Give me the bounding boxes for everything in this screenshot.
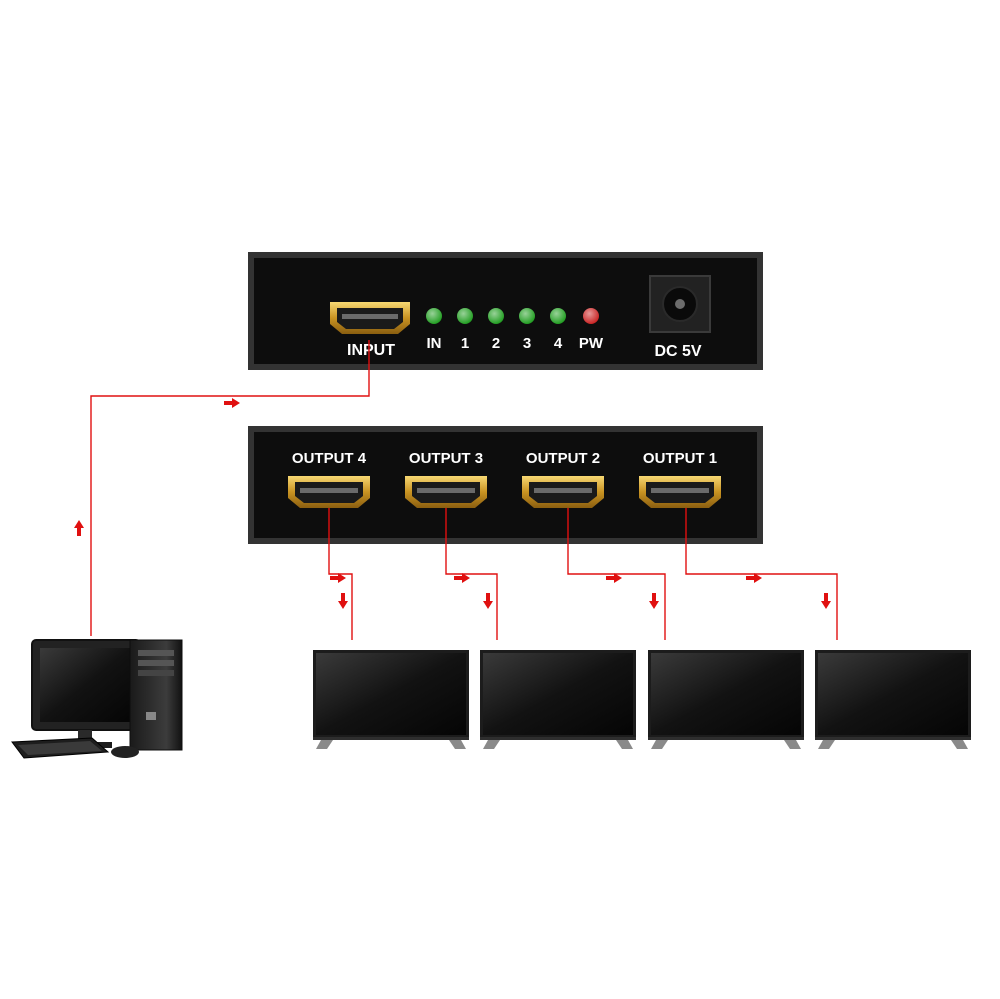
output-port-2: OUTPUT 2 bbox=[522, 450, 604, 508]
led-2: 2 bbox=[488, 308, 504, 352]
led-label: IN bbox=[427, 335, 442, 352]
input-cable-line bbox=[90, 340, 370, 636]
output-port-4: OUTPUT 4 bbox=[288, 450, 370, 508]
arrow-right-icon bbox=[746, 573, 762, 583]
display-group bbox=[313, 650, 971, 749]
output-panel bbox=[248, 426, 763, 544]
tv-monitor-icon bbox=[480, 650, 636, 749]
output-port-label: OUTPUT 1 bbox=[643, 450, 717, 467]
hdmi-port-icon bbox=[330, 302, 410, 334]
led-label: PW bbox=[579, 335, 604, 352]
output-cable-line-2 bbox=[567, 508, 666, 640]
led-1: 1 bbox=[457, 308, 473, 352]
tv-display-3 bbox=[480, 650, 636, 749]
arrow-right-icon bbox=[330, 573, 346, 583]
output-cable-line-4 bbox=[328, 508, 353, 640]
led-3: 3 bbox=[519, 308, 535, 352]
tv-display-1 bbox=[815, 650, 971, 749]
led-label: 3 bbox=[523, 335, 531, 352]
output-cable-line-3 bbox=[445, 508, 498, 640]
led-indicators: IN 1 2 3 4 PW bbox=[426, 308, 604, 352]
output-port-1: OUTPUT 1 bbox=[639, 450, 721, 508]
dc-power-jack bbox=[649, 275, 711, 333]
led-label: 2 bbox=[492, 335, 500, 352]
source-computer bbox=[11, 639, 183, 759]
tv-display-2 bbox=[648, 650, 804, 749]
arrow-down-icon bbox=[821, 593, 831, 609]
output-port-label: OUTPUT 3 bbox=[409, 450, 483, 467]
hdmi-port-icon bbox=[288, 476, 370, 508]
output-port-3: OUTPUT 3 bbox=[405, 450, 487, 508]
tv-display-4 bbox=[313, 650, 469, 749]
output-cable-line-1 bbox=[685, 508, 838, 640]
arrow-right-icon bbox=[606, 573, 622, 583]
hdmi-port-icon bbox=[405, 476, 487, 508]
tv-monitor-icon bbox=[313, 650, 469, 749]
hdmi-input-port bbox=[330, 302, 410, 334]
arrow-up-icon bbox=[74, 520, 84, 536]
led-in: IN bbox=[426, 308, 442, 352]
power-label: DC 5V bbox=[654, 343, 701, 360]
led-label: 4 bbox=[554, 335, 563, 352]
output-port-label: OUTPUT 4 bbox=[292, 450, 367, 467]
arrow-down-icon bbox=[649, 593, 659, 609]
tv-monitor-icon bbox=[815, 650, 971, 749]
arrow-down-icon bbox=[338, 593, 348, 609]
desktop-computer-icon bbox=[11, 639, 183, 759]
arrow-right-icon bbox=[454, 573, 470, 583]
led-4: 4 bbox=[550, 308, 566, 352]
hdmi-port-icon bbox=[639, 476, 721, 508]
hdmi-port-icon bbox=[522, 476, 604, 508]
connection-lines bbox=[90, 340, 838, 640]
tv-monitor-icon bbox=[648, 650, 804, 749]
input-panel: INPUT IN 1 2 3 4 PW DC 5V bbox=[248, 252, 763, 370]
output-port-label: OUTPUT 2 bbox=[526, 450, 600, 467]
arrow-right-icon bbox=[224, 398, 240, 408]
input-label: INPUT bbox=[347, 342, 395, 359]
output-ports: OUTPUT 4 OUTPUT 3 OUTPUT 2 OUTPUT 1 bbox=[288, 450, 721, 508]
signal-arrows bbox=[74, 398, 831, 609]
arrow-down-icon bbox=[483, 593, 493, 609]
led-label: 1 bbox=[461, 335, 469, 352]
led-pw: PW bbox=[579, 308, 604, 352]
dc-jack-icon bbox=[649, 275, 711, 333]
